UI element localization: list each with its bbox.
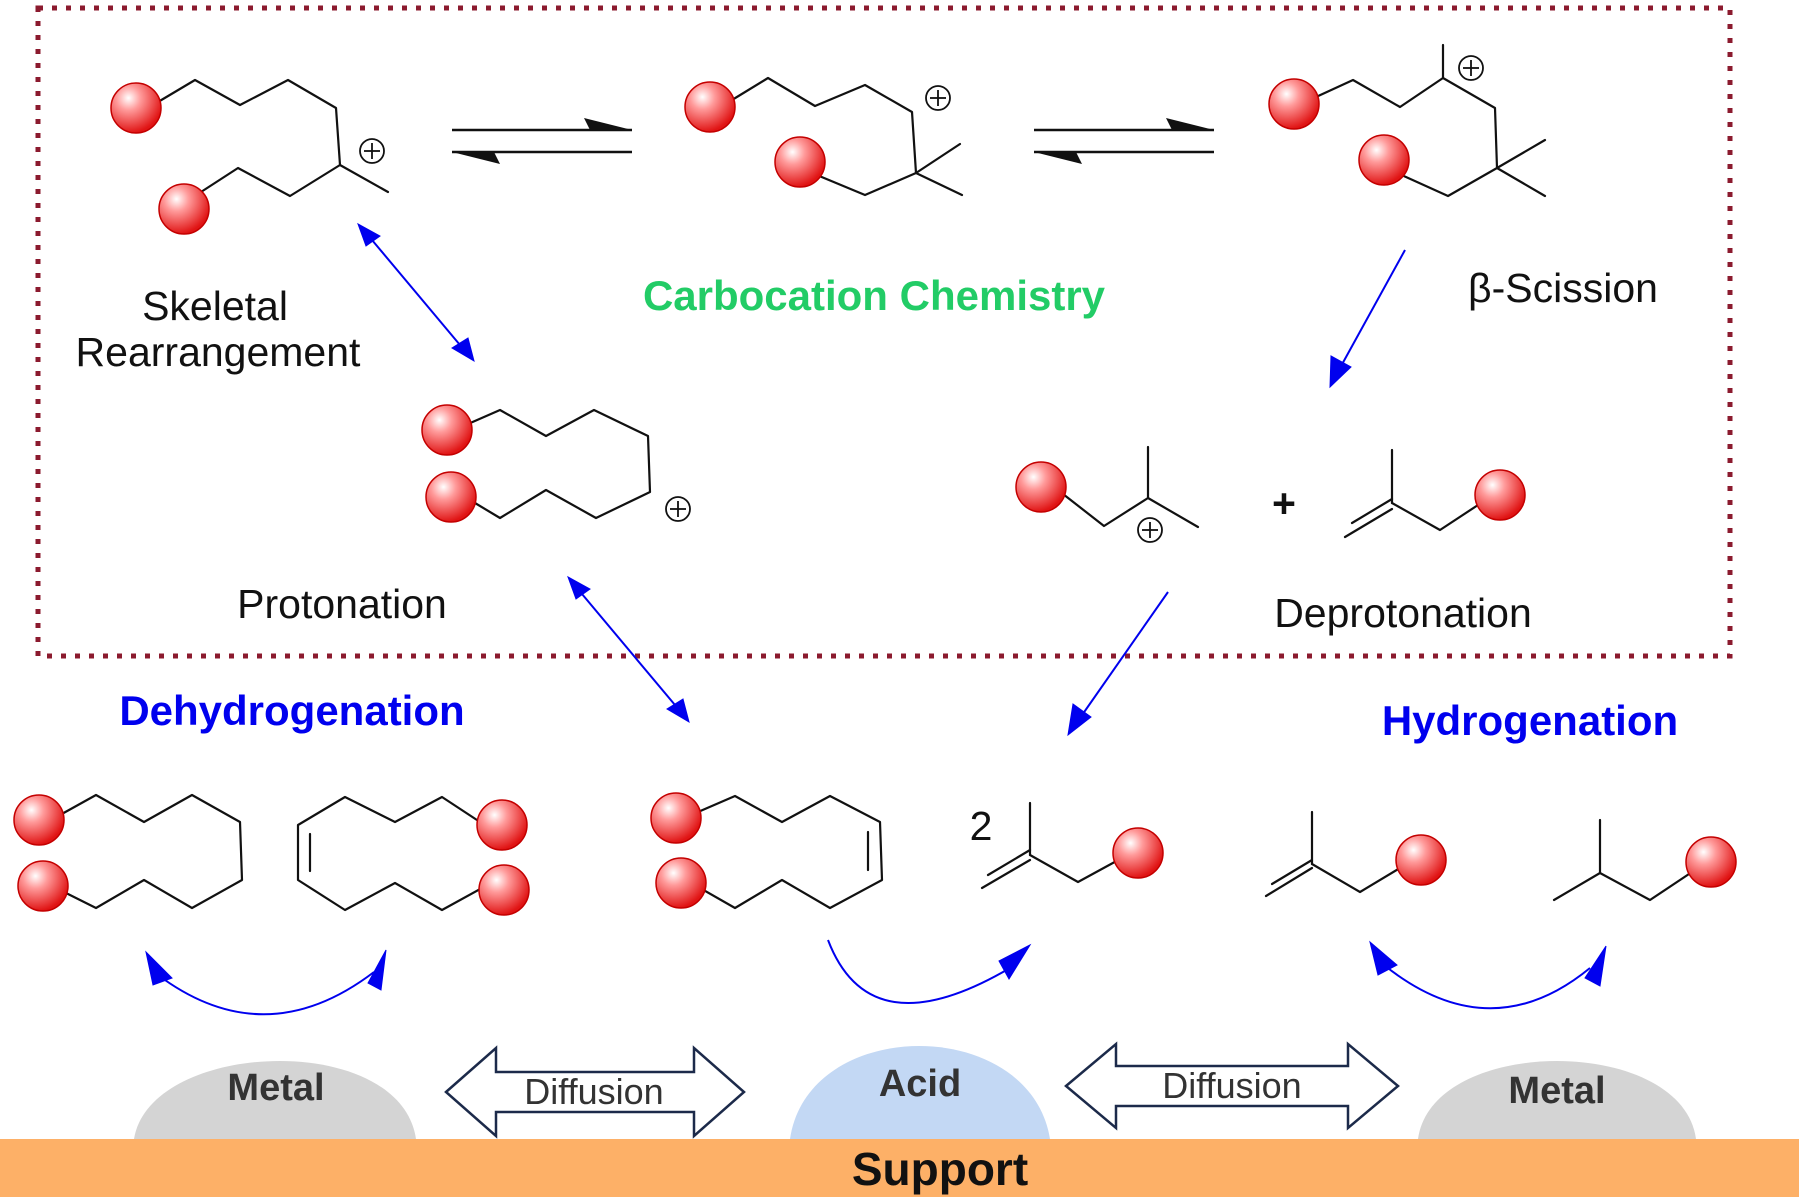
carbocation-charge-symbol (1137, 517, 1163, 543)
support-bar (0, 1139, 1799, 1197)
molecule-fragment-cation (1015, 445, 1200, 543)
carbocation-region-frame (35, 5, 1733, 659)
diffusion-arrow-right (1064, 1041, 1400, 1131)
skeletal-label-line1: Skeletal (142, 283, 288, 329)
metal-site-right (1418, 1061, 1696, 1139)
arrow-protonation-alkene (567, 575, 690, 724)
protonation-label: Protonation (237, 581, 447, 627)
molecule-alkane (13, 793, 244, 912)
metal-label-left: Metal (227, 1067, 324, 1109)
beta-scission-label: β-Scission (1468, 265, 1658, 311)
metal-site-left (134, 1060, 416, 1139)
carbocation-chemistry-title: Carbocation Chemistry (643, 272, 1106, 319)
molecule-fragment-alkene (1343, 448, 1526, 539)
diffusion-label-right: Diffusion (1162, 1065, 1301, 1106)
arrow-dehydrogenation-curve (145, 949, 387, 1016)
molecule-alkene-mirror (296, 795, 530, 916)
diffusion-arrow-left (444, 1045, 746, 1139)
acid-label: Acid (879, 1063, 961, 1105)
carbocation-charge-symbol (359, 138, 385, 164)
carbocation-charge-symbol (665, 496, 691, 522)
arrow-beta-scission (1329, 249, 1406, 389)
equilibrium-arrow-1 (452, 118, 632, 164)
coefficient-label: 2 (970, 803, 993, 849)
arrow-skeletal-protonation (357, 222, 475, 363)
carbocation-charge-symbol (925, 85, 951, 111)
molecule-carbocation-right (1268, 43, 1547, 198)
molecule-small-alkene-2 (1264, 810, 1447, 898)
molecule-tertiary-carbocation-middle (684, 76, 964, 197)
arrow-hydrogenation-curve (1369, 940, 1607, 1010)
hydrogenation-title: Hydrogenation (1382, 697, 1678, 744)
metal-label-right: Metal (1508, 1070, 1605, 1112)
dehydrogenation-title: Dehydrogenation (119, 687, 464, 734)
diffusion-label-left: Diffusion (524, 1071, 663, 1112)
arrow-deprotonation (1067, 591, 1169, 737)
skeletal-label-line2: Rearrangement (76, 329, 361, 375)
acid-site (790, 1046, 1050, 1139)
support-label: Support (852, 1143, 1028, 1195)
molecule-small-alkane (1552, 818, 1737, 902)
molecule-alkene-middle (650, 792, 884, 910)
equilibrium-arrow-2 (1034, 118, 1214, 164)
deprotonation-label: Deprotonation (1274, 590, 1532, 636)
molecule-protonated-chain (421, 404, 691, 523)
plus-sign: + (1272, 480, 1296, 526)
molecule-small-alkene-1 (980, 801, 1164, 890)
carbocation-charge-symbol (1458, 55, 1484, 81)
arrow-acid-curve (827, 939, 1032, 1004)
molecule-secondary-carbocation-left (110, 78, 390, 235)
